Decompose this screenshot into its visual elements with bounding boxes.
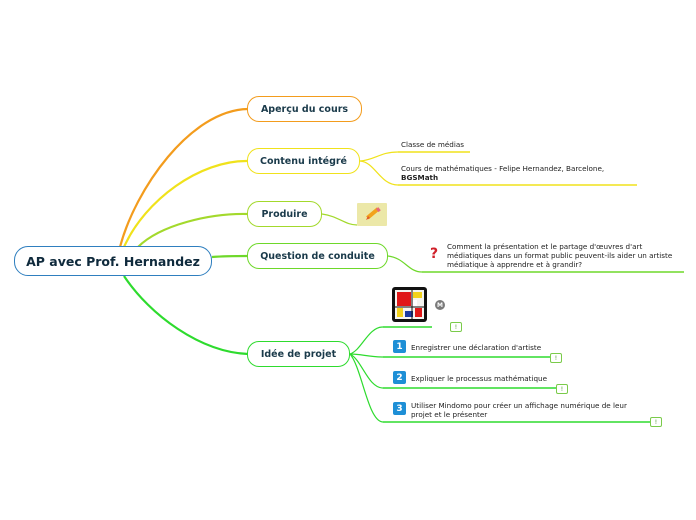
- leaf-question[interactable]: Comment la présentation et le partage d'…: [447, 242, 672, 269]
- leaf-question-line3: médiatique à apprendre et à grandir?: [447, 260, 672, 269]
- leaf-cours-math-line2: BGSMath: [401, 173, 438, 182]
- topic-idee[interactable]: Idée de projet: [247, 341, 350, 367]
- step-2-badge: 2: [393, 371, 406, 384]
- leaf-step-3[interactable]: Utiliser Mindomo pour créer un affichage…: [411, 401, 627, 419]
- expand-badge-step-1[interactable]: !: [550, 353, 562, 363]
- leaf-step-1-label: Enregistrer une déclaration d'artiste: [411, 343, 541, 352]
- topic-produire[interactable]: Produire: [247, 201, 322, 227]
- leaf-classe-medias[interactable]: Classe de médias: [401, 140, 464, 149]
- question-icon: ?: [430, 246, 438, 262]
- leaf-step-1[interactable]: Enregistrer une déclaration d'artiste: [411, 343, 541, 352]
- leaf-cours-math-line1: Cours de mathématiques - Felipe Hernande…: [401, 164, 604, 173]
- topic-apercu-label: Aperçu du cours: [261, 104, 348, 115]
- leaf-cours-math[interactable]: Cours de mathématiques - Felipe Hernande…: [401, 164, 604, 182]
- leaf-classe-medias-label: Classe de médias: [401, 140, 464, 149]
- expand-badge-step-2[interactable]: !: [556, 384, 568, 394]
- leaf-question-line2: médiatiques dans un format public peuven…: [447, 251, 672, 260]
- expand-badge-step-3[interactable]: !: [650, 417, 662, 427]
- topic-contenu-label: Contenu intégré: [260, 156, 347, 167]
- mindomo-icon[interactable]: M: [435, 300, 445, 310]
- leaf-step-3-line1: Utiliser Mindomo pour créer un affichage…: [411, 401, 627, 410]
- step-3-badge: 3: [393, 402, 406, 415]
- topic-produire-label: Produire: [261, 209, 307, 220]
- leaf-step-2-label: Expliquer le processus mathématique: [411, 374, 547, 383]
- root-label: AP avec Prof. Hernandez: [26, 254, 200, 269]
- leaf-step-3-line2: projet et le présenter: [411, 410, 627, 419]
- topic-contenu[interactable]: Contenu intégré: [247, 148, 360, 174]
- topic-question-label: Question de conduite: [260, 251, 375, 262]
- step-1-badge: 1: [393, 340, 406, 353]
- pencil-icon: [357, 203, 387, 226]
- topic-question[interactable]: Question de conduite: [247, 243, 388, 269]
- mondrian-image: [392, 287, 427, 322]
- expand-badge-image[interactable]: !: [450, 322, 462, 332]
- leaf-step-2[interactable]: Expliquer le processus mathématique: [411, 374, 547, 383]
- root-node[interactable]: AP avec Prof. Hernandez: [14, 246, 212, 276]
- topic-idee-label: Idée de projet: [261, 349, 336, 360]
- leaf-question-line1: Comment la présentation et le partage d'…: [447, 242, 672, 251]
- topic-apercu[interactable]: Aperçu du cours: [247, 96, 362, 122]
